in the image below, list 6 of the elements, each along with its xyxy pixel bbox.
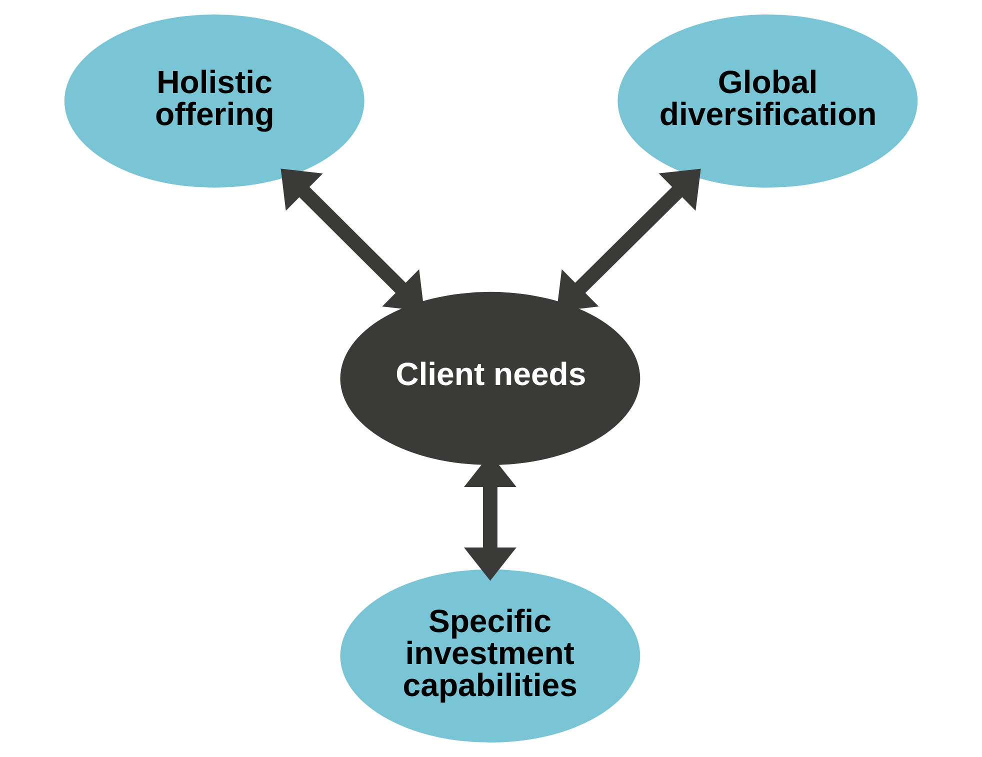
- arrow: [556, 168, 701, 312]
- node-ellipse: Client needs: [340, 292, 640, 466]
- node-ellipse: Global diversification: [618, 14, 918, 188]
- node-ellipse: Specific investment capabilities: [340, 569, 640, 743]
- node-ellipse: Holistic offering: [64, 14, 364, 188]
- arrow: [280, 168, 424, 312]
